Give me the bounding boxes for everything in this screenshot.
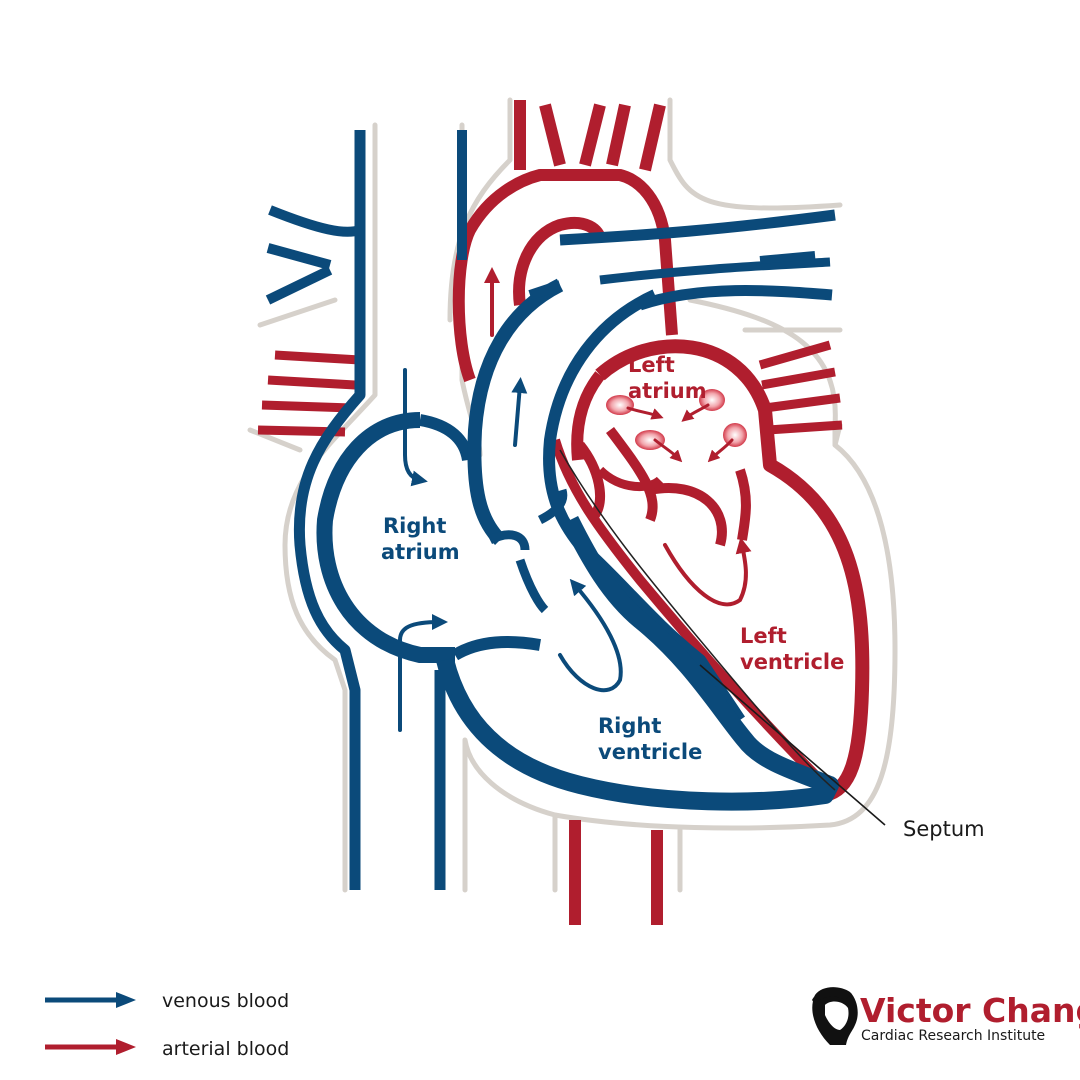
label-right-ventricle-line1: Right [598,714,661,738]
arterial-vessels [257,100,870,925]
septum-pointer [699,664,886,826]
label-septum: Septum [903,817,985,841]
label-left-atrium-line1: Left [628,353,675,377]
septum-line [559,449,836,791]
logo-subtitle: Cardiac Research Institute [861,1028,1045,1044]
label-left-ventricle-line2: ventricle [740,650,844,674]
legend-venous: venous blood [45,990,289,1012]
arterial-arrow-icon [116,1039,136,1055]
flow-arrows [398,267,752,732]
legend-arterial-label: arterial blood [162,1038,289,1060]
legend: venous blood arterial blood [45,990,289,1060]
legend-arterial: arterial blood [45,1038,289,1060]
venous-arrow-icon [116,992,136,1008]
logo: Victor Chang Cardiac Research Institute [812,987,1080,1045]
portrait-icon [812,987,858,1045]
label-right-atrium-line2: atrium [381,540,460,564]
label-left-atrium-line2: atrium [628,379,707,403]
label-right-atrium-line1: Right [383,514,446,538]
venous-vessels [265,130,839,890]
logo-title: Victor Chang [860,991,1080,1030]
legend-venous-label: venous blood [162,990,289,1012]
label-right-ventricle-line2: ventricle [598,740,702,764]
label-left-ventricle-line1: Left [740,624,787,648]
